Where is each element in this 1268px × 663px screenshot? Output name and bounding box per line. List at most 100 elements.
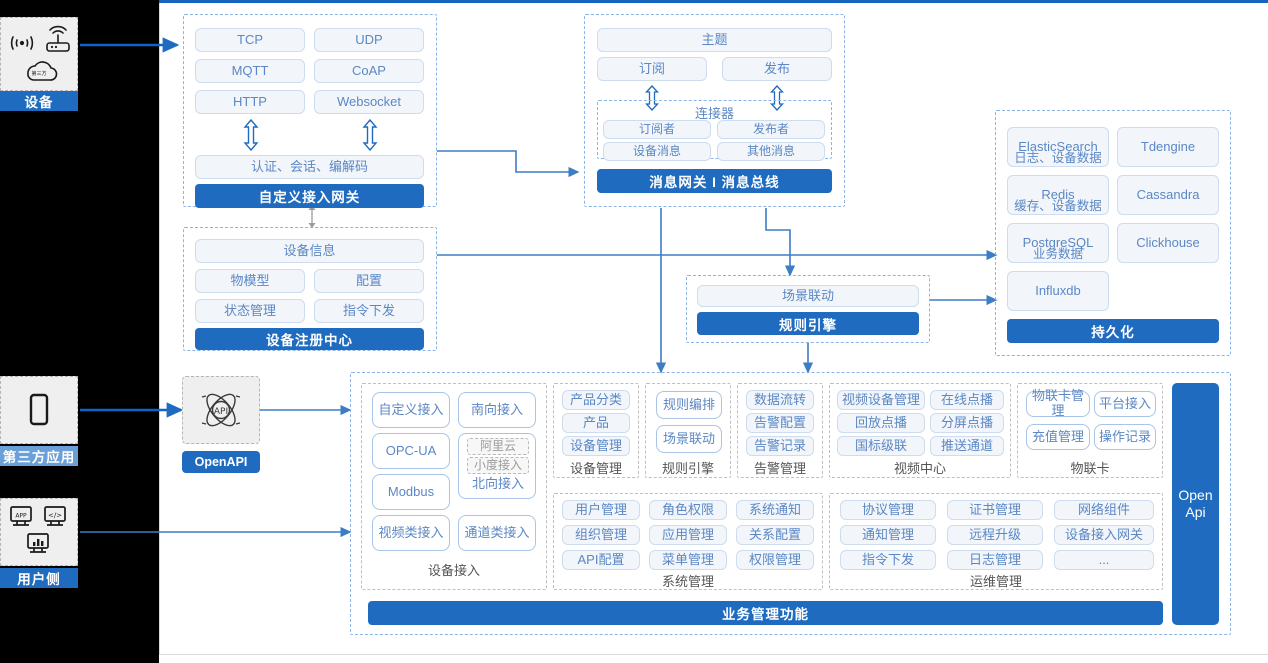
access-channel[interactable]: 通道类接入 [458, 515, 536, 551]
group-access-gateway: TCP UDP MQTT CoAP HTTP Websocket 认证、会话、编… [183, 14, 437, 208]
store-clickhouse[interactable]: Clickhouse [1117, 223, 1219, 263]
store-elasticsearch[interactable]: ElasticSearch [1007, 127, 1109, 167]
store-postgresql-desc: 业务数据 [1032, 247, 1083, 261]
video-playback[interactable]: 回放点播 [837, 413, 925, 433]
connector-subscriber[interactable]: 订阅者 [603, 120, 711, 139]
access-northbound-label: 北向接入 [471, 476, 524, 491]
rule-scene-linkage[interactable]: 场景联动 [697, 285, 919, 307]
ops-device-access-gateway[interactable]: 设备接入网关 [1054, 525, 1154, 545]
persistence-title-bar: 持久化 [1007, 319, 1219, 343]
alarm-data-flow[interactable]: 数据流转 [746, 390, 814, 410]
store-postgresql-name: PostgreSQL [1022, 234, 1094, 250]
caption-device-access: 设备接入 [427, 563, 480, 578]
bidirectional-arrow-pub [770, 85, 784, 111]
devmgmt-product-category[interactable]: 产品分类 [562, 390, 630, 410]
sys-role-permission[interactable]: 角色权限 [649, 500, 727, 520]
message-topic[interactable]: 主题 [597, 28, 832, 52]
registry-command-dispatch[interactable]: 指令下发 [314, 299, 424, 323]
actor-device-icons: 第三方 [0, 17, 78, 91]
protocol-websocket[interactable]: Websocket [314, 90, 424, 114]
group-video-center: 视频设备管理 在线点播 回放点播 分屏点播 国标级联 推送通道 视频中心 [829, 383, 1011, 478]
sys-menu-management[interactable]: 菜单管理 [649, 550, 727, 570]
alarm-records[interactable]: 告警记录 [746, 436, 814, 456]
access-northbound-box[interactable]: 阿里云 小度接入 北向接入 [458, 433, 536, 499]
ops-log-management[interactable]: 日志管理 [947, 550, 1043, 570]
registry-state-management[interactable]: 状态管理 [195, 299, 305, 323]
group-persistence: ElasticSearch 日志、设备数据 Tdengine Redis 缓存、… [995, 110, 1231, 356]
sys-user-management[interactable]: 用户管理 [562, 500, 640, 520]
video-push-channel[interactable]: 推送通道 [930, 436, 1004, 456]
sys-org-management[interactable]: 组织管理 [562, 525, 640, 545]
openapi-vertical-rail[interactable]: Open Api [1172, 383, 1219, 625]
iotcard-management[interactable]: 物联卡管理 [1026, 388, 1090, 418]
caption-alarm-management: 告警管理 [753, 461, 806, 476]
bidirectional-arrow-right [362, 119, 378, 151]
ops-network-component[interactable]: 网络组件 [1054, 500, 1154, 520]
connector-other-message[interactable]: 其他消息 [717, 142, 825, 161]
devmgmt-product[interactable]: 产品 [562, 413, 630, 433]
ops-protocol-management[interactable]: 协议管理 [840, 500, 936, 520]
connector-publisher[interactable]: 发布者 [717, 120, 825, 139]
rule-scene[interactable]: 场景联动 [656, 425, 722, 453]
ops-cert-management[interactable]: 证书管理 [947, 500, 1043, 520]
ops-command-dispatch[interactable]: 指令下发 [840, 550, 936, 570]
devmgmt-device-management[interactable]: 设备管理 [562, 436, 630, 456]
ops-more[interactable]: ... [1054, 550, 1154, 570]
iotcard-platform-access[interactable]: 平台接入 [1094, 391, 1156, 417]
video-online-play[interactable]: 在线点播 [930, 390, 1004, 410]
iotcard-operation-log[interactable]: 操作记录 [1094, 424, 1156, 450]
protocol-coap[interactable]: CoAP [314, 59, 424, 83]
sys-app-management[interactable]: 应用管理 [649, 525, 727, 545]
group-rule-engine: 场景联动 规则引擎 [686, 275, 930, 343]
sys-api-config[interactable]: API配置 [562, 550, 640, 570]
registry-device-info[interactable]: 设备信息 [195, 239, 424, 263]
sys-relation-config[interactable]: 关系配置 [736, 525, 814, 545]
ops-notification-management[interactable]: 通知管理 [840, 525, 936, 545]
access-custom[interactable]: 自定义接入 [372, 392, 450, 428]
store-cassandra[interactable]: Cassandra [1117, 175, 1219, 215]
video-device-management[interactable]: 视频设备管理 [837, 390, 925, 410]
access-opcua[interactable]: OPC-UA [372, 433, 450, 469]
connector-title: 连接器 [694, 106, 734, 121]
message-subscribe[interactable]: 订阅 [597, 57, 707, 81]
device-icon-cluster: 第三方 [10, 25, 70, 81]
store-redis-name: Redis [1041, 186, 1075, 202]
access-video[interactable]: 视频类接入 [372, 515, 450, 551]
gateway-middle-layer[interactable]: 认证、会话、编解码 [195, 155, 424, 179]
store-influxdb[interactable]: Influxdb [1007, 271, 1109, 311]
sys-notification[interactable]: 系统通知 [736, 500, 814, 520]
access-xiaodu[interactable]: 小度接入 [467, 457, 529, 474]
registry-config[interactable]: 配置 [314, 269, 424, 293]
actor-thirdparty-icons [0, 376, 78, 444]
sys-permission-management[interactable]: 权限管理 [736, 550, 814, 570]
access-aliyun[interactable]: 阿里云 [467, 438, 529, 455]
message-bus-title-bar: 消息网关 I 消息总线 [597, 169, 832, 193]
protocol-mqtt[interactable]: MQTT [195, 59, 305, 83]
userside-icon-cluster: APP </> [10, 506, 66, 553]
group-system-management: 用户管理 角色权限 系统通知 组织管理 应用管理 关系配置 API配置 菜单管理… [553, 493, 823, 590]
openapi-rail-line2: Api [1185, 504, 1206, 520]
protocol-http[interactable]: HTTP [195, 90, 305, 114]
access-modbus[interactable]: Modbus [372, 474, 450, 510]
video-gb-cascade[interactable]: 国标级联 [837, 436, 925, 456]
access-southbound[interactable]: 南向接入 [458, 392, 536, 428]
store-postgresql[interactable]: PostgreSQL [1007, 223, 1109, 263]
protocol-udp[interactable]: UDP [314, 28, 424, 52]
store-redis[interactable]: Redis [1007, 175, 1109, 215]
alarm-config[interactable]: 告警配置 [746, 413, 814, 433]
iotcard-recharge[interactable]: 充值管理 [1026, 424, 1090, 450]
store-tdengine[interactable]: Tdengine [1117, 127, 1219, 167]
connector-device-message[interactable]: 设备消息 [603, 142, 711, 161]
rule-orchestration[interactable]: 规则编排 [656, 391, 722, 419]
openapi-icon-box: API [182, 376, 260, 444]
ops-remote-upgrade[interactable]: 远程升级 [947, 525, 1043, 545]
caption-device-management: 设备管理 [569, 461, 622, 476]
svg-text:</>: </> [48, 512, 62, 520]
protocol-tcp[interactable]: TCP [195, 28, 305, 52]
registry-thing-model[interactable]: 物模型 [195, 269, 305, 293]
group-business-functions: 自定义接入 南向接入 OPC-UA 阿里云 小度接入 北向接入 Modbus 视… [350, 372, 1231, 635]
svg-text:API: API [214, 407, 228, 417]
video-split-screen[interactable]: 分屏点播 [930, 413, 1004, 433]
top-blue-rule [159, 0, 1268, 3]
message-publish[interactable]: 发布 [722, 57, 832, 81]
